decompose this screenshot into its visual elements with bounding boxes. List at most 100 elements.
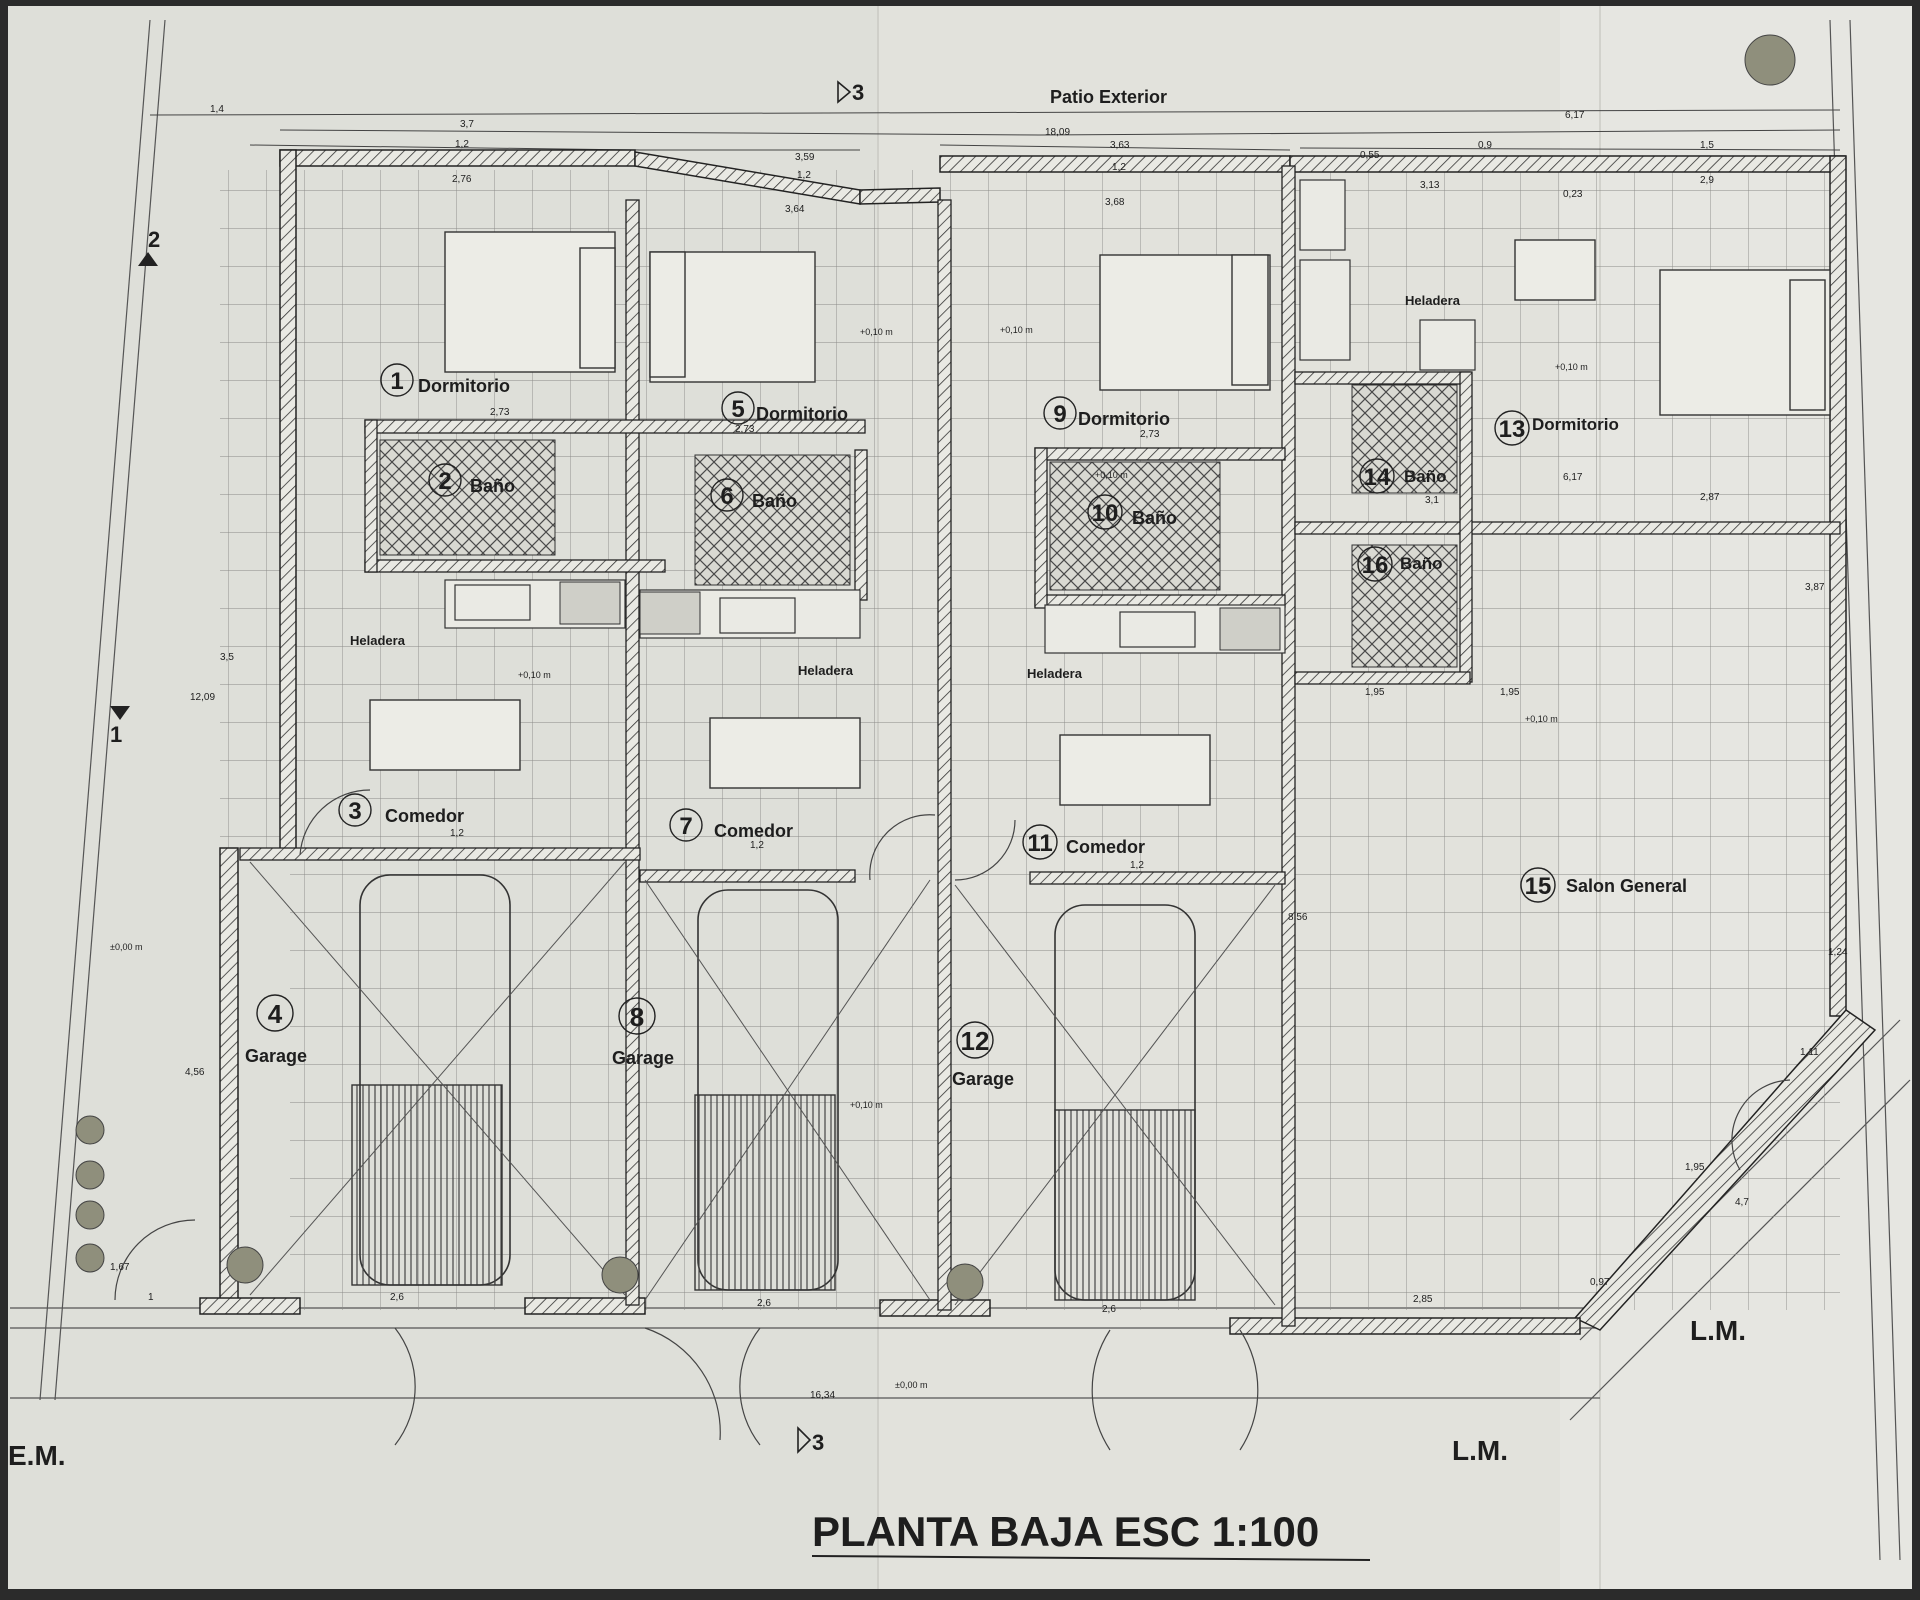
room-number: 1 [390,368,403,395]
level-mark: +0,10 m [850,1100,883,1110]
room-name: Baño [1400,554,1443,573]
room-9: 9 Dormitorio [1043,396,1170,430]
room-5: 5 Dormitorio [721,391,848,425]
level-mark: +0,10 m [518,670,551,680]
dimension-label: 2,87 [1700,492,1720,503]
room-number: 15 [1525,873,1552,900]
dimension-label: 1,2 [1130,860,1144,871]
level-marks: +0,10 m +0,10 m +0,10 m +0,10 m +0,10 m … [110,325,1588,1390]
room-1: 1 Dormitorio [380,363,510,397]
level-mark: +0,10 m [1555,362,1588,372]
level-mark: +0,10 m [860,327,893,337]
room-number: 9 [1053,401,1066,428]
room-name: Garage [612,1048,674,1068]
room-name: Garage [952,1069,1014,1089]
section-3-top: 3 [852,80,864,105]
dimension-label: 2,6 [390,1292,404,1303]
lm-label-right: L.M. [1690,1315,1746,1346]
dimension-label: 3,64 [785,204,805,215]
level-mark: ±0,00 m [895,1380,927,1390]
room-number: 14 [1364,464,1391,491]
lm-label-bottom: L.M. [1452,1435,1508,1466]
dimension-label: 1 [148,1292,154,1303]
room-name: Salon General [1566,876,1687,896]
room-number: 5 [731,396,744,423]
room-name: Dormitorio [418,376,510,396]
dimension-label: 3,59 [795,152,815,163]
dimension-label: 1,11 [1800,1047,1819,1058]
dimension-label: 2,73 [735,424,755,435]
dimension-label: 6,17 [1563,472,1583,483]
room-number: 16 [1362,552,1389,579]
dimension-label: 2,76 [452,174,472,185]
dimension-label: 0,23 [1563,189,1583,200]
dimension-label: 2,73 [490,407,510,418]
fridge-label: Heladera [1027,666,1083,681]
fridge-label: Heladera [350,633,406,648]
room-number: 7 [679,813,692,840]
dimension-label: 6,17 [1565,110,1585,121]
room-number: 4 [268,999,283,1029]
dimension-label: 3,1 [1425,495,1439,506]
dimension-label: 1,2 [450,828,464,839]
room-12: 12 Garage [952,1021,1014,1089]
dimension-label: 2,6 [1102,1304,1116,1315]
room-name: Dormitorio [756,404,848,424]
room-labels: 1 Dormitorio 2 Baño 3 Comedor 4 Garage 5… [245,363,1687,1089]
room-name: Baño [1404,467,1447,486]
dimension-label: 4,56 [185,1067,205,1078]
drawing-title: PLANTA BAJA ESC 1:100 [812,1508,1319,1555]
room-name: Baño [1132,508,1177,528]
dimension-label: 0,55 [1360,150,1380,161]
dimension-label: 1,2 [1112,162,1126,173]
room-13: 13 Dormitorio [1494,410,1619,446]
dimension-label: 1,4 [210,104,224,115]
room-8: 8 Garage [612,997,674,1068]
room-11: 11 Comedor [1022,824,1145,860]
dimension-label: 3,7 [460,119,474,130]
room-name: Comedor [1066,837,1145,857]
level-mark: +0,10 m [1000,325,1033,335]
section-2: 2 [148,227,160,252]
dimension-label: 1,2 [797,170,811,181]
dimension-label: 0,9 [1478,140,1492,151]
room-name: Garage [245,1046,307,1066]
section-markers: 3 3 2 1 [110,80,864,1455]
fridge-label: Heladera [1405,293,1461,308]
dimension-label: 3,63 [1110,140,1130,151]
dimension-label: 0,97 [1590,1277,1610,1288]
dimension-label: 2,85 [1413,1294,1433,1305]
room-number: 2 [438,468,451,495]
dimension-label: 1,24 [1828,947,1848,958]
dimension-labels: 1,4 3,7 1,2 2,76 3,59 1,2 3,64 18,09 3,6… [110,104,1848,1401]
room-number: 10 [1092,500,1119,527]
dimension-label: 1,2 [455,139,469,150]
dimension-label: 16,34 [810,1390,835,1401]
dimension-label: 3,13 [1420,180,1440,191]
room-15: 15 Salon General [1520,867,1687,903]
dimension-label: 1,5 [1700,140,1714,151]
dimension-label: 1,67 [110,1262,130,1273]
level-mark: ±0,00 m [110,942,142,952]
room-2: 2 Baño [428,463,515,497]
room-3: 3 Comedor [338,793,464,827]
room-4: 4 Garage [245,994,307,1066]
section-3-bottom: 3 [812,1430,824,1455]
room-number: 6 [720,483,733,510]
room-10: 10 Baño [1087,494,1177,530]
dimension-label: 2,73 [1140,429,1160,440]
room-number: 11 [1027,830,1052,857]
dimension-label: 1,95 [1685,1162,1705,1173]
room-7: 7 Comedor [669,808,793,842]
room-14: 14 Baño [1359,458,1447,494]
room-6: 6 Baño [710,478,797,512]
em-label: E.M. [8,1440,66,1471]
room-name: Comedor [385,806,464,826]
dimension-label: 4,7 [1735,1197,1749,1208]
dimension-label: 2,6 [757,1298,771,1309]
dimension-label: 3,68 [1105,197,1125,208]
room-name: Dormitorio [1532,415,1619,434]
room-number: 12 [961,1026,990,1056]
